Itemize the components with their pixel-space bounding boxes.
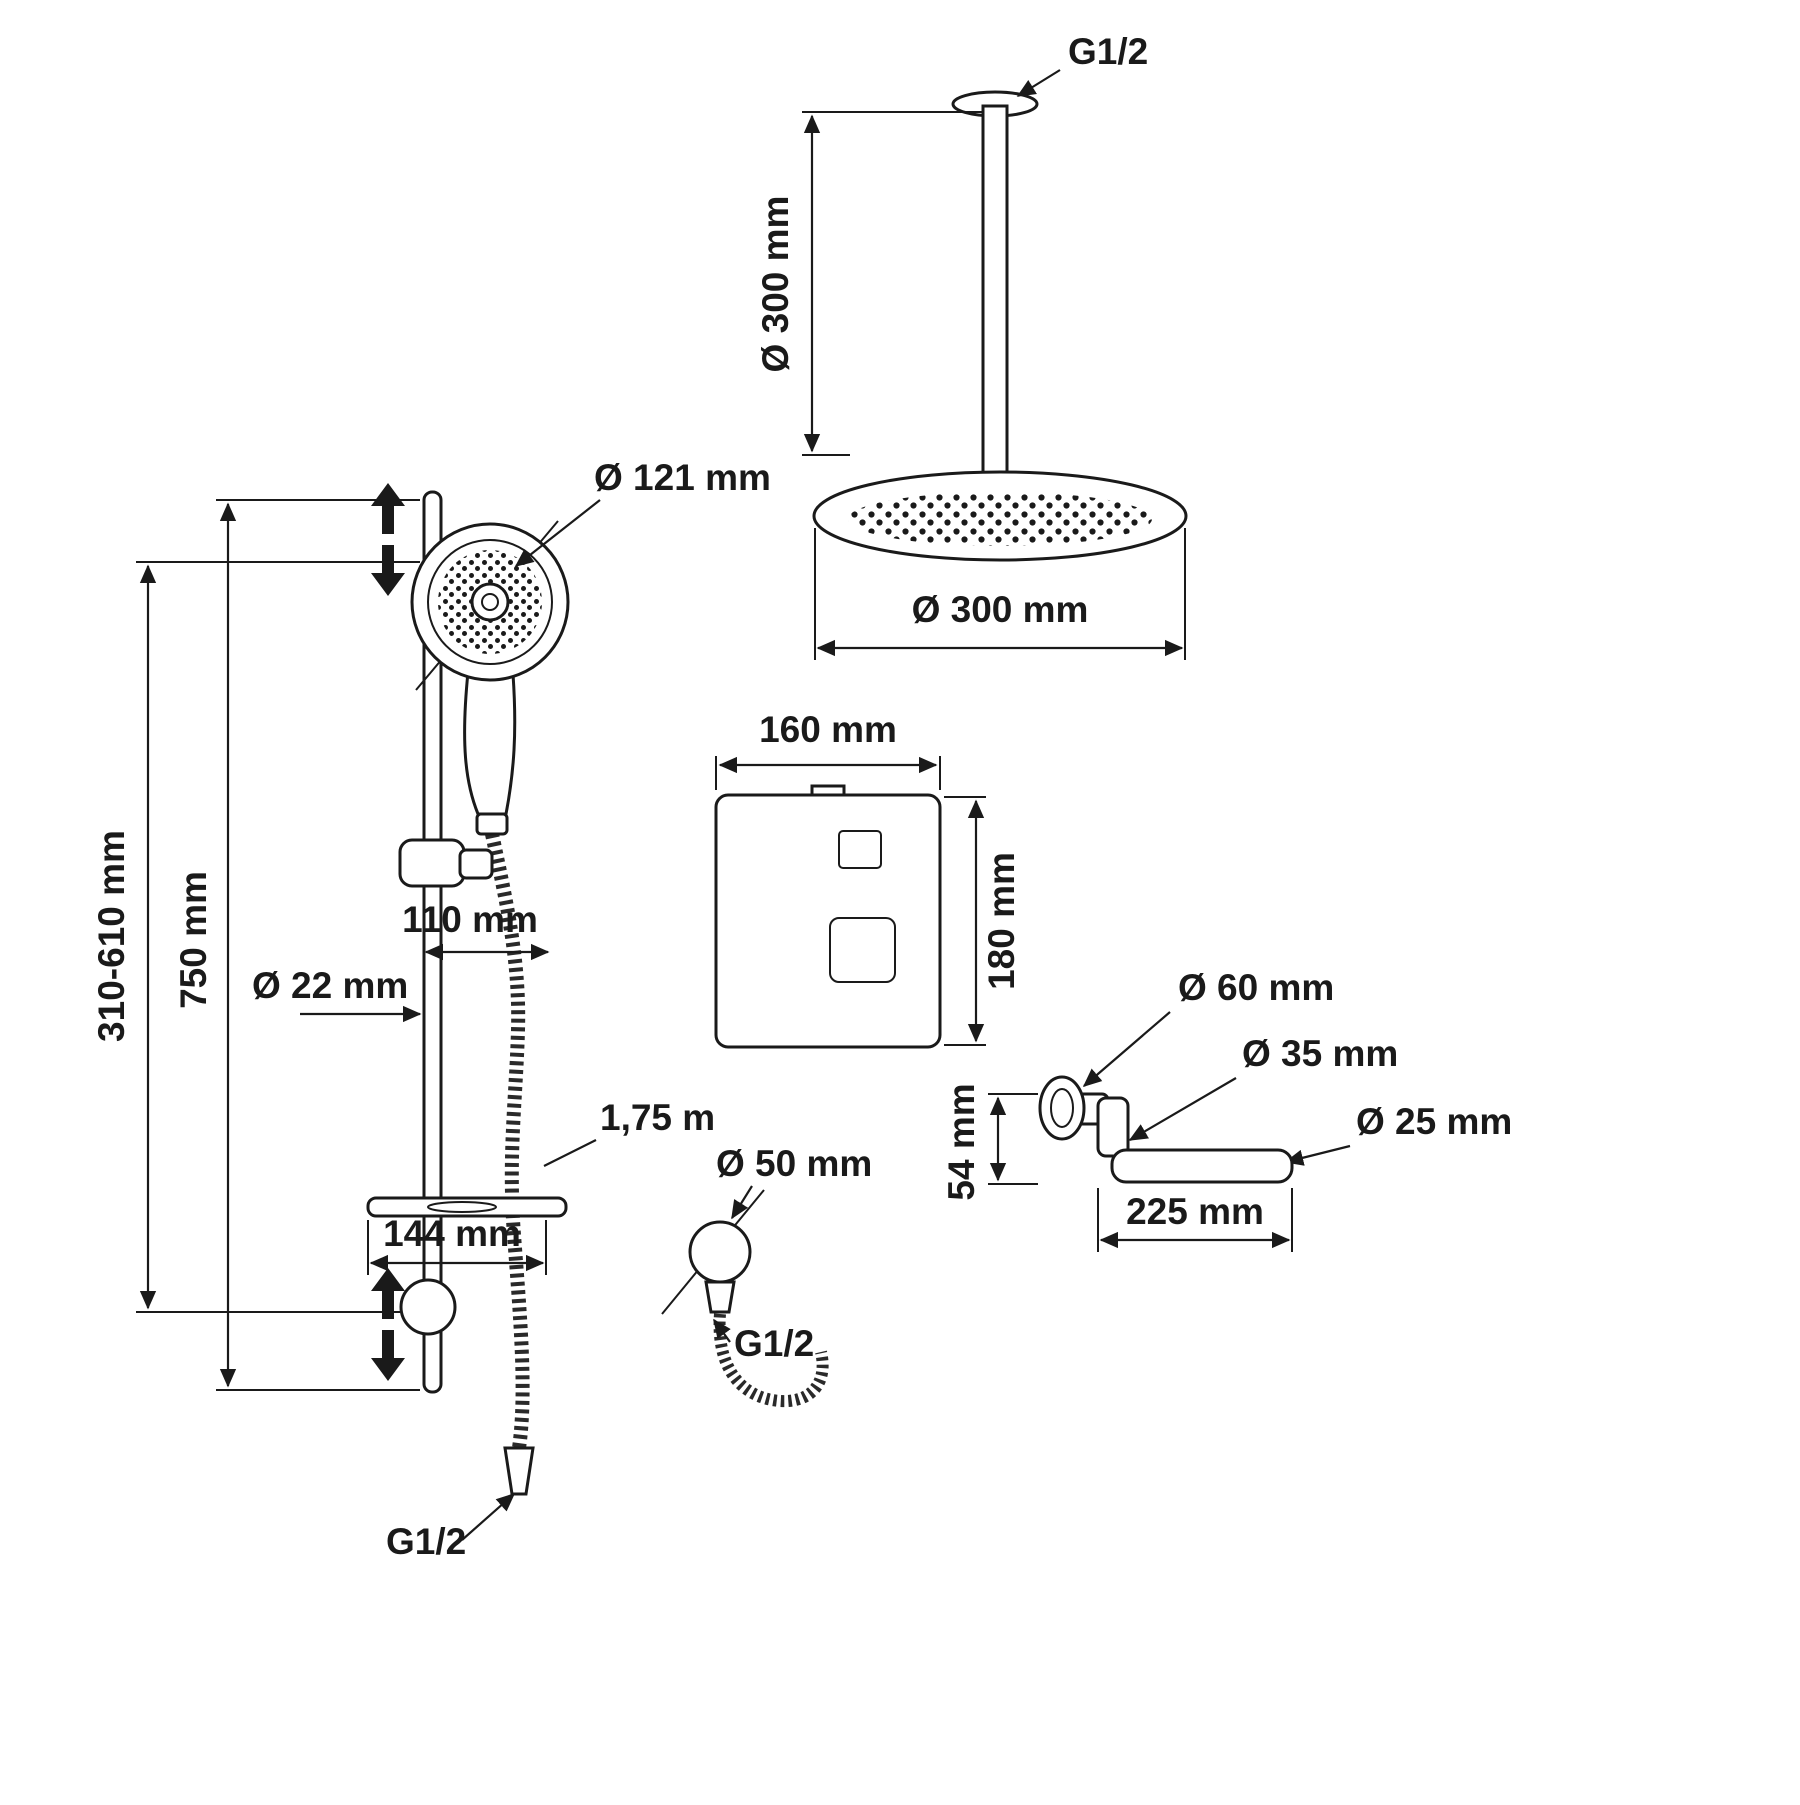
adjust-arrow-up-icon bbox=[371, 483, 405, 534]
spout-flange-diameter-label: Ø 60 mm bbox=[1178, 967, 1334, 1008]
rail-bracket bbox=[398, 838, 466, 888]
adjust-arrow-down-icon bbox=[371, 1330, 405, 1381]
wall-outlet-diameter-label: Ø 50 mm bbox=[716, 1143, 872, 1184]
hand-shower-hose-nut bbox=[475, 812, 509, 836]
adjust-arrow-up-icon bbox=[371, 1268, 405, 1319]
rail-adjustable-range-label: 310-610 mm bbox=[91, 830, 132, 1042]
rail-length-label: 750 mm bbox=[173, 871, 214, 1009]
rail-diameter-label: Ø 22 mm bbox=[252, 965, 408, 1006]
hand-shower-face-ring bbox=[427, 539, 553, 665]
hand-shower-diameter-label: Ø 121 mm bbox=[594, 457, 771, 498]
valve-width-label: 160 mm bbox=[759, 709, 897, 750]
wall-hose-outlet: Ø 50 mm G1/2 bbox=[661, 1143, 872, 1408]
valve-body bbox=[714, 793, 942, 1049]
ceiling-connection-label: G1/2 bbox=[1068, 31, 1148, 72]
rain-head-diameter-label: Ø 300 mm bbox=[912, 589, 1089, 630]
hose-end-connector bbox=[503, 1446, 535, 1496]
soap-dish-width-label: 144 mm bbox=[383, 1213, 521, 1254]
spout-height-label: 54 mm bbox=[941, 1083, 982, 1200]
spout-length-label: 225 mm bbox=[1126, 1191, 1264, 1232]
valve-button bbox=[838, 830, 882, 869]
spout-tube bbox=[1110, 1148, 1294, 1184]
wall-outlet-leader bbox=[731, 1185, 753, 1220]
hand-shower-hose bbox=[485, 832, 530, 1449]
spout-wall-flange-inner bbox=[1050, 1088, 1074, 1128]
rail-end-knob bbox=[399, 1278, 457, 1336]
spout-tube-leader bbox=[1284, 1144, 1351, 1166]
hand-shower-center bbox=[470, 582, 510, 622]
wall-outlet-flange bbox=[688, 1220, 752, 1284]
spout-joint-leader bbox=[1128, 1077, 1237, 1141]
hand-shower-center-dot bbox=[481, 593, 499, 611]
spout-swivel-joint bbox=[1096, 1096, 1130, 1158]
ceiling-arm-length-label: Ø 300 mm bbox=[755, 196, 796, 373]
soap-dish bbox=[366, 1196, 568, 1218]
wall-spout: Ø 60 mm Ø 35 mm Ø 25 mm 54 mm 225 mm bbox=[941, 967, 1512, 1252]
hose-connection-label: G1/2 bbox=[386, 1521, 466, 1562]
bracket-offset-label: 110 mm bbox=[402, 899, 538, 940]
ceiling-connection-leader bbox=[1016, 69, 1061, 97]
adjust-arrow-down-icon bbox=[371, 545, 405, 596]
hand-shower-rail-set: Ø 121 mm 110 mm Ø 22 mm 1,75 m 144 mm G1… bbox=[91, 457, 771, 1562]
rain-head-nozzles bbox=[848, 492, 1152, 546]
ceiling-rain-shower: G1/2 Ø 300 mm Ø 300 mm bbox=[755, 31, 1188, 660]
wall-outlet-hose bbox=[713, 1313, 829, 1408]
soap-dish-recess bbox=[427, 1201, 497, 1213]
spout-tube-diameter-label: Ø 25 mm bbox=[1356, 1101, 1512, 1142]
valve-handle bbox=[829, 917, 896, 983]
wall-outlet-connection-leader bbox=[713, 1318, 731, 1343]
spout-flange-leader bbox=[1082, 1011, 1171, 1087]
wall-outlet-connection-label: G1/2 bbox=[734, 1323, 814, 1364]
hose-length-label: 1,75 m bbox=[600, 1097, 715, 1138]
wall-outlet-connector bbox=[704, 1280, 736, 1314]
hand-shower-diameter-leader bbox=[514, 499, 601, 567]
rail-bracket-holder bbox=[458, 848, 494, 880]
thermostat-valve: 160 mm 180 mm bbox=[714, 709, 1022, 1049]
ceiling-arm-pipe bbox=[981, 104, 1009, 484]
slide-rail bbox=[422, 490, 443, 1394]
spout-wall-flange bbox=[1038, 1075, 1086, 1141]
spout-joint-diameter-label: Ø 35 mm bbox=[1242, 1033, 1398, 1074]
hose-length-leader bbox=[543, 1139, 597, 1167]
hose-connection-leader bbox=[461, 1493, 516, 1541]
hand-shower-handle bbox=[463, 670, 517, 816]
valve-height-label: 180 mm bbox=[981, 852, 1022, 990]
